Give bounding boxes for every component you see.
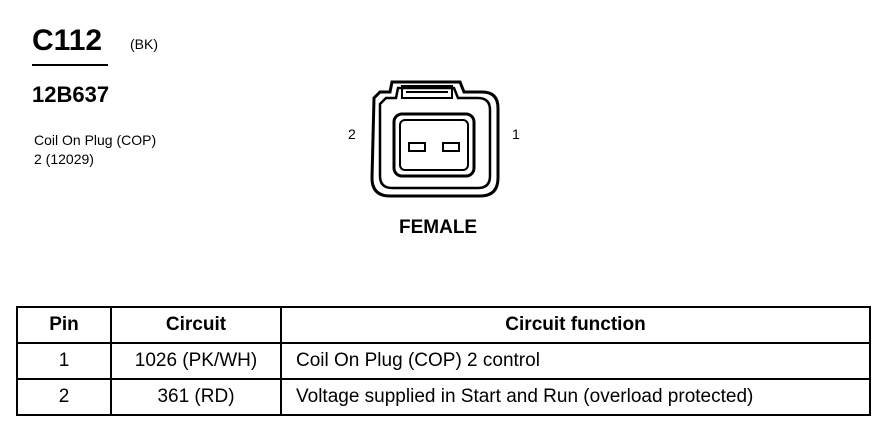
header-pin: Pin — [16, 306, 112, 344]
header-circuit-function: Circuit function — [280, 306, 871, 344]
connector-description-line2: 2 (12029) — [34, 151, 94, 167]
connector-face-diagram — [340, 70, 540, 210]
connector-gender-label: FEMALE — [399, 217, 478, 238]
terminal-1 — [442, 142, 460, 152]
cell-circuit: 1026 (PK/WH) — [110, 342, 282, 380]
connector-housing-inner — [378, 86, 492, 190]
connector-description-line1: Coil On Plug (COP) — [34, 132, 157, 148]
table-row: 2 361 (RD) Voltage supplied in Start and… — [16, 378, 871, 416]
connector-cavity — [392, 112, 476, 178]
cell-circuit-function: Coil On Plug (COP) 2 control — [280, 342, 871, 380]
terminal-2 — [408, 142, 426, 152]
cell-circuit-function: Voltage supplied in Start and Run (overl… — [280, 378, 871, 416]
cell-pin: 2 — [16, 378, 112, 416]
header-circuit: Circuit — [110, 306, 282, 344]
connector-id: C112 — [32, 24, 103, 57]
pin-label-2: 2 — [348, 126, 356, 142]
table-header-row: Pin Circuit Circuit function — [16, 306, 871, 344]
pin-label-1: 1 — [512, 126, 520, 142]
connector-color-code: (BK) — [130, 36, 158, 52]
connector-housing-outer — [370, 80, 500, 198]
table-row: 1 1026 (PK/WH) Coil On Plug (COP) 2 cont… — [16, 342, 871, 380]
pin-circuit-table: Pin Circuit Circuit function 1 1026 (PK/… — [16, 306, 871, 416]
connector-latch — [401, 85, 453, 99]
title-underline — [32, 64, 108, 66]
cell-pin: 1 — [16, 342, 112, 380]
part-number: 12B637 — [32, 82, 110, 107]
cell-circuit: 361 (RD) — [110, 378, 282, 416]
